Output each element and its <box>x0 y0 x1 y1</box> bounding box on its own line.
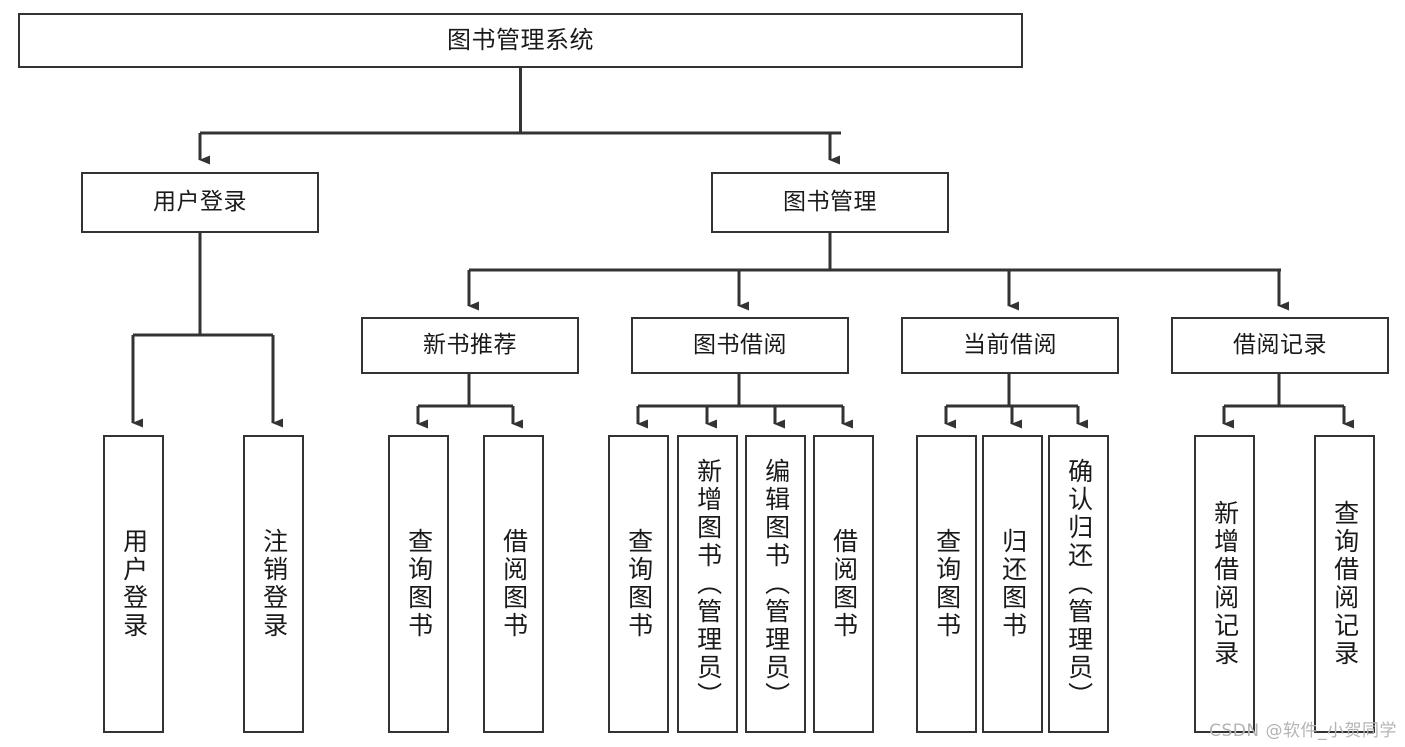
node-current-borrow[interactable]: 当前借阅 <box>901 317 1119 374</box>
node-leaf-confirm-return-label: 确认归还（管理员） <box>1064 458 1094 710</box>
node-leaf-borrow-book-recommend[interactable]: 借阅图书 <box>483 435 544 733</box>
node-leaf-return-book[interactable]: 归还图书 <box>982 435 1043 733</box>
node-borrow-record-label: 借阅记录 <box>1233 331 1327 358</box>
node-new-book-recommend[interactable]: 新书推荐 <box>361 317 579 374</box>
node-leaf-borrow-book-recommend-label: 借阅图书 <box>499 528 529 640</box>
node-book-borrow-label: 图书借阅 <box>693 331 787 358</box>
node-leaf-query-book-borrow-label: 查询图书 <box>624 528 654 640</box>
node-book-manage-label: 图书管理 <box>783 188 877 215</box>
node-leaf-add-book-label: 新增图书（管理员） <box>693 458 723 710</box>
node-leaf-user-logout[interactable]: 注销登录 <box>243 435 304 733</box>
node-leaf-query-book-recommend[interactable]: 查询图书 <box>388 435 449 733</box>
node-leaf-edit-book[interactable]: 编辑图书（管理员） <box>745 435 806 733</box>
node-leaf-add-book[interactable]: 新增图书（管理员） <box>677 435 738 733</box>
node-new-book-recommend-label: 新书推荐 <box>423 331 517 358</box>
node-leaf-user-login-label: 用户登录 <box>119 528 149 640</box>
node-leaf-add-borrow-record-label: 新增借阅记录 <box>1210 500 1240 668</box>
node-user-login-label: 用户登录 <box>153 188 247 215</box>
node-current-borrow-label: 当前借阅 <box>963 331 1057 358</box>
node-root-system-label: 图书管理系统 <box>447 26 594 55</box>
node-leaf-query-book-current[interactable]: 查询图书 <box>916 435 977 733</box>
node-leaf-query-book-recommend-label: 查询图书 <box>404 528 434 640</box>
node-leaf-return-book-label: 归还图书 <box>998 528 1028 640</box>
node-book-borrow[interactable]: 图书借阅 <box>631 317 849 374</box>
node-leaf-query-borrow-record-label: 查询借阅记录 <box>1330 500 1360 668</box>
node-leaf-borrow-book-label: 借阅图书 <box>829 528 859 640</box>
node-leaf-borrow-book[interactable]: 借阅图书 <box>813 435 874 733</box>
node-leaf-query-book-borrow[interactable]: 查询图书 <box>608 435 669 733</box>
node-leaf-query-book-current-label: 查询图书 <box>932 528 962 640</box>
node-borrow-record[interactable]: 借阅记录 <box>1171 317 1389 374</box>
node-leaf-add-borrow-record[interactable]: 新增借阅记录 <box>1194 435 1255 733</box>
node-leaf-user-login[interactable]: 用户登录 <box>103 435 164 733</box>
node-user-login[interactable]: 用户登录 <box>81 172 319 233</box>
node-leaf-edit-book-label: 编辑图书（管理员） <box>761 458 791 710</box>
node-leaf-confirm-return[interactable]: 确认归还（管理员） <box>1048 435 1109 733</box>
node-root-system[interactable]: 图书管理系统 <box>18 13 1023 68</box>
csdn-watermark: CSDN @软件_小贺同学 <box>1209 721 1397 741</box>
node-leaf-query-borrow-record[interactable]: 查询借阅记录 <box>1314 435 1375 733</box>
node-book-manage[interactable]: 图书管理 <box>711 172 949 233</box>
node-leaf-user-logout-label: 注销登录 <box>259 528 289 640</box>
